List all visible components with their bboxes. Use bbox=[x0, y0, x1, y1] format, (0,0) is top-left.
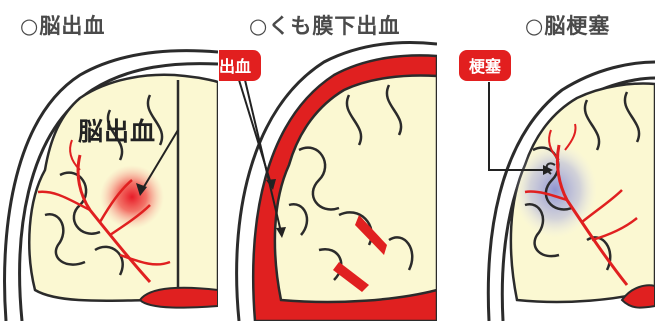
hemorrhage-badge: 出血 bbox=[219, 50, 261, 81]
infarction-badge: 梗塞 bbox=[459, 50, 511, 81]
panel-title-cerebral-hemorrhage: ○脳出血 bbox=[20, 10, 105, 40]
panel-title-subarachnoid-hemorrhage: ○くも膜下出血 bbox=[249, 10, 400, 40]
subarachnoid-hemorrhage-illustration bbox=[219, 0, 437, 321]
cerebral-infarction-illustration bbox=[437, 0, 655, 321]
panel-cerebral-hemorrhage: ○脳出血 脳出血 bbox=[0, 0, 218, 321]
panel-title-cerebral-infarction: ○脳梗塞 bbox=[525, 10, 610, 40]
panel-subarachnoid-hemorrhage: ○くも膜下出血 出血 bbox=[219, 0, 437, 321]
cerebral-hemorrhage-illustration bbox=[0, 0, 218, 321]
cerebral-hemorrhage-label: 脳出血 bbox=[78, 112, 156, 148]
panel-cerebral-infarction: ○脳梗塞 梗塞 bbox=[437, 0, 655, 321]
